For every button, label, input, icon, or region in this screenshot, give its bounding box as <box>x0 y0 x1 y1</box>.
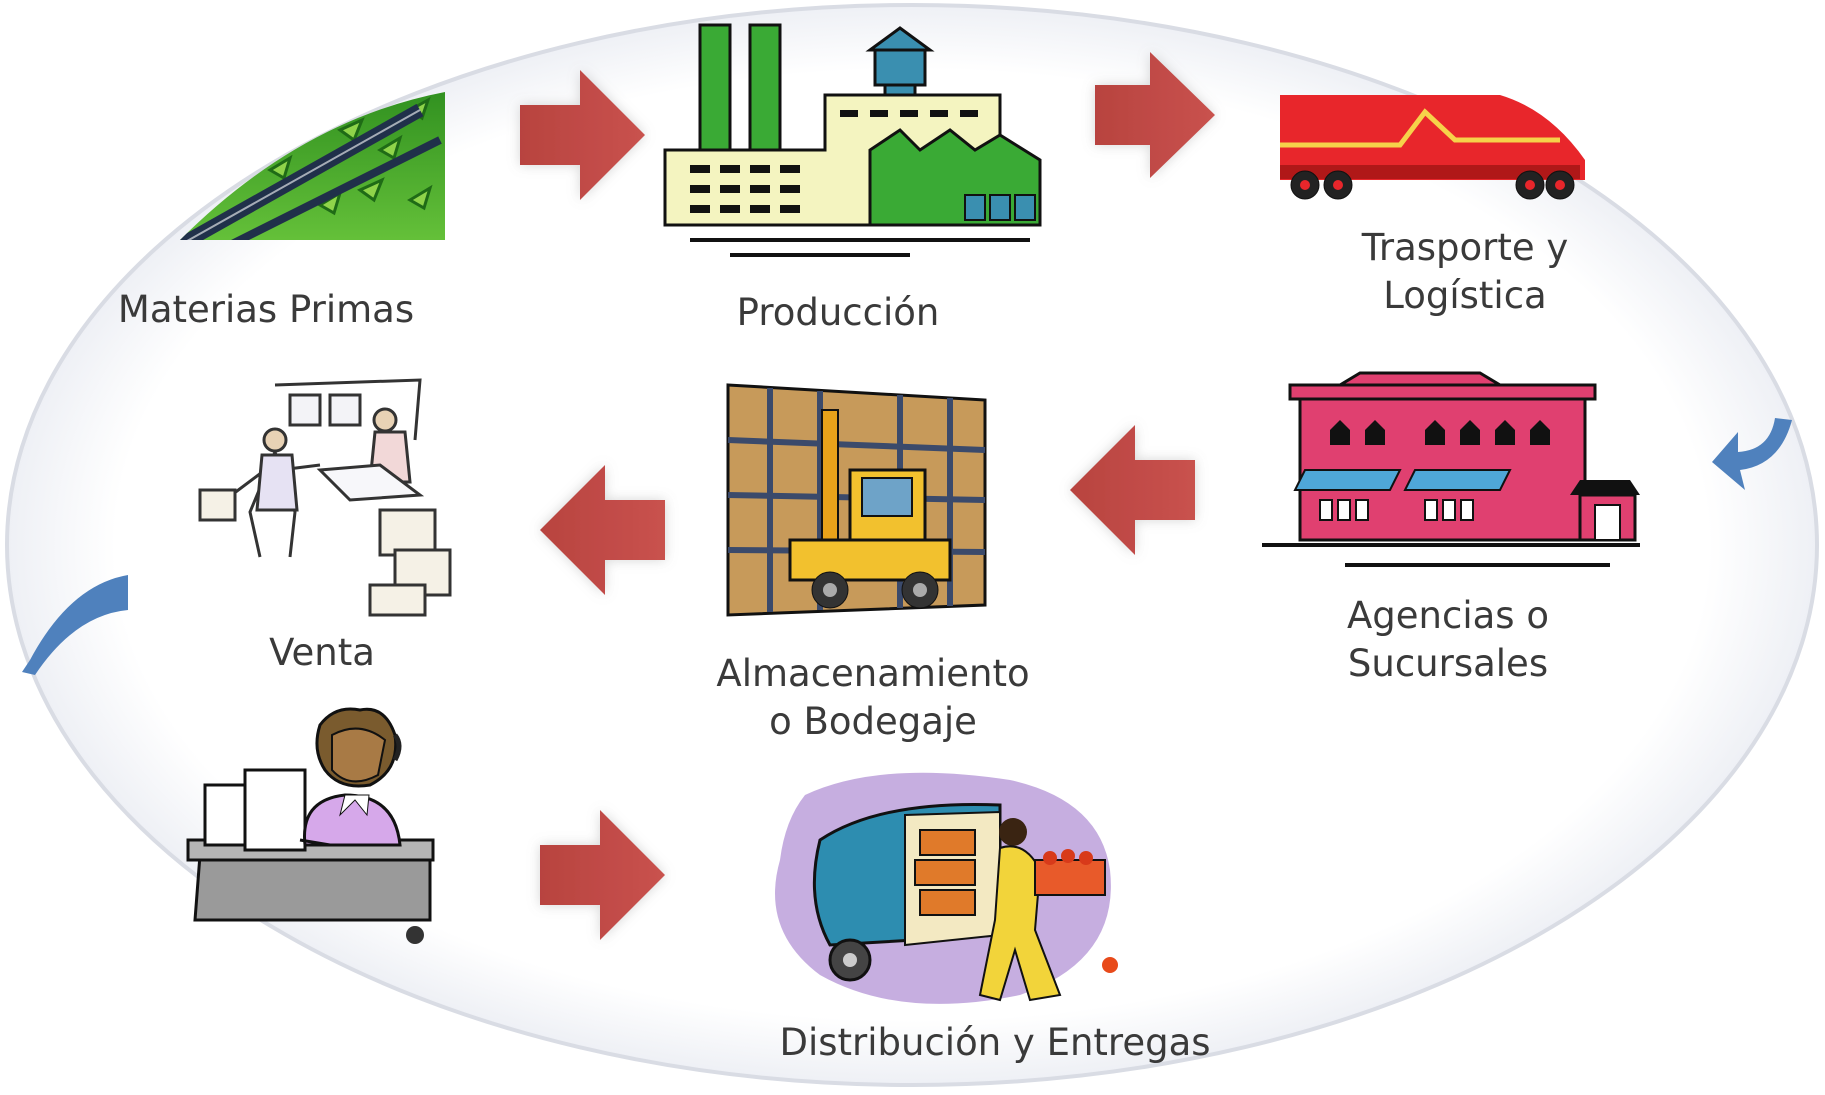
label-produccion: Producción <box>737 291 940 334</box>
label-agencias-line1: Agencias o <box>1347 594 1549 637</box>
label-materias-primas: Materias Primas <box>118 288 414 331</box>
curved-arrow-icon <box>22 575 128 675</box>
arrow-left-icon <box>540 465 665 595</box>
label-distribucion: Distribución y Entregas <box>779 1021 1210 1064</box>
arrow-left-icon <box>1070 425 1195 555</box>
truck-icon <box>1280 95 1585 200</box>
call-center-icon <box>186 707 435 944</box>
label-almacenamiento-line2: o Bodegaje <box>769 700 977 743</box>
label-agencias-line2: Sucursales <box>1348 642 1548 685</box>
factory-icon <box>663 23 1042 257</box>
label-venta: Venta <box>269 631 375 674</box>
sales-office-icon <box>198 378 452 617</box>
curved-arrow-icon <box>1712 418 1792 490</box>
label-transporte-line2: Logística <box>1383 274 1546 317</box>
plantation-icon <box>180 92 445 240</box>
arrow-right-icon <box>520 70 645 200</box>
delivery-van-icon <box>775 772 1118 1004</box>
forklift-warehouse-icon <box>726 383 987 617</box>
arrow-right-icon <box>540 810 665 940</box>
storefront-icon <box>1262 371 1640 567</box>
arrow-right-icon <box>1095 52 1215 178</box>
label-almacenamiento-line1: Almacenamiento <box>716 652 1029 695</box>
label-transporte-line1: Trasporte y <box>1361 226 1569 269</box>
